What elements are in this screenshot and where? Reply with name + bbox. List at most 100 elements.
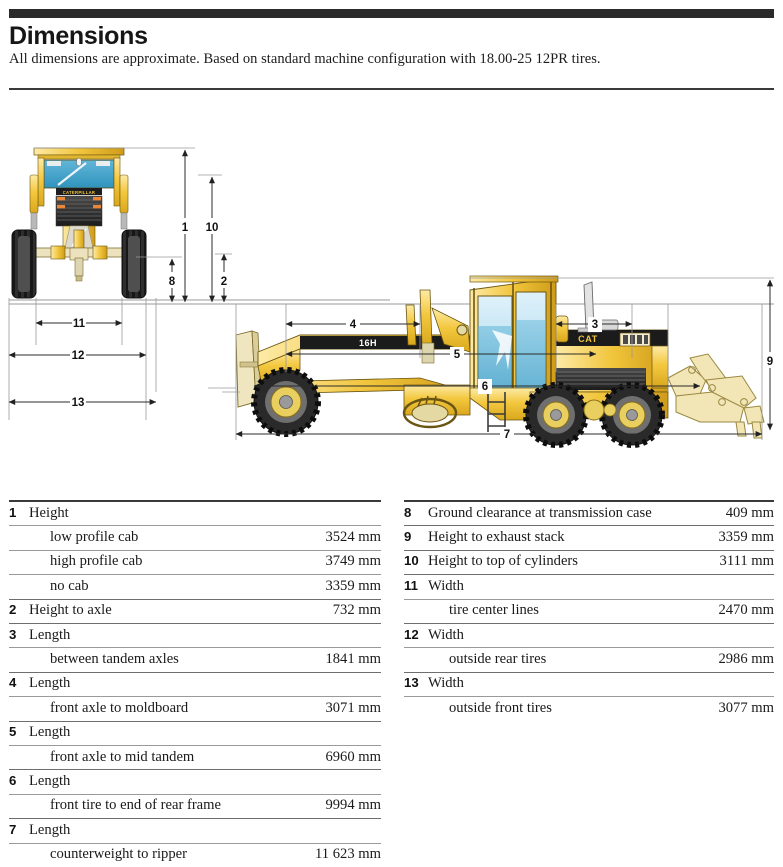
row-number: 13: [404, 672, 428, 698]
row-value: 6960 mm: [291, 745, 381, 771]
row-label: Length: [29, 672, 291, 698]
row-label: Length: [29, 721, 291, 747]
table-row: outside front tires 3077 mm: [404, 697, 774, 721]
table-row: 4 Length: [9, 672, 381, 698]
table-row: 13 Width: [404, 672, 774, 698]
callout-label-13: 13: [72, 397, 85, 409]
table-row: high profile cab 3749 mm: [9, 550, 381, 576]
table-row: 3 Length: [9, 623, 381, 649]
front-view-machine: CATERPILLAR: [11, 147, 147, 299]
row-value: [705, 574, 774, 600]
row-number: 4: [9, 672, 29, 698]
callout-label-6: 6: [482, 381, 488, 393]
row-label: low profile cab: [29, 525, 291, 551]
table-row: front axle to mid tandem 6960 mm: [9, 745, 381, 771]
row-number: 2: [9, 599, 29, 625]
row-label: front axle to moldboard: [29, 696, 291, 722]
table-row: 6 Length: [9, 769, 381, 795]
row-value: 2986 mm: [705, 647, 774, 673]
row-value: 9994 mm: [291, 794, 381, 820]
row-value: 3071 mm: [291, 696, 381, 722]
table-row: tire center lines 2470 mm: [404, 599, 774, 625]
spec-table-left-column: 1 Height low profile cab 3524 mm high pr…: [9, 500, 381, 867]
row-label: Height to exhaust stack: [428, 525, 706, 551]
row-number: 1: [9, 500, 29, 527]
header-bar: [9, 9, 774, 18]
machine-model-label: 16H: [359, 338, 377, 348]
callout-label-3: 3: [592, 319, 598, 331]
table-row: 1 Height: [9, 500, 381, 527]
row-value: 3111 mm: [705, 550, 774, 576]
row-value: [291, 500, 381, 527]
row-label: between tandem axles: [29, 647, 291, 673]
row-value: [705, 672, 774, 698]
row-label: no cab: [29, 574, 291, 600]
row-number: 12: [404, 623, 428, 649]
row-value: 3077 mm: [718, 699, 774, 716]
row-label: Height to top of cylinders: [428, 550, 706, 576]
callout-label-8: 8: [169, 276, 176, 288]
header-divider: [9, 88, 774, 90]
ground-lines: [9, 299, 774, 305]
row-number: 10: [404, 550, 428, 576]
table-row: 7 Length: [9, 818, 381, 844]
callout-label-10: 10: [206, 222, 219, 234]
table-row: between tandem axles 1841 mm: [9, 647, 381, 673]
row-label: Height: [29, 500, 291, 527]
row-label: outside front tires: [449, 699, 552, 716]
row-value: 3359 mm: [705, 525, 774, 551]
table-row: 2 Height to axle 732 mm: [9, 599, 381, 625]
table-row: 11 Width: [404, 574, 774, 600]
row-label: outside rear tires: [428, 647, 706, 673]
row-number: [404, 599, 428, 625]
row-label: Width: [428, 623, 706, 649]
row-value: 409 mm: [705, 500, 774, 527]
row-number: [9, 696, 29, 722]
row-label: Width: [428, 574, 706, 600]
row-number: [9, 574, 29, 600]
row-value: [291, 721, 381, 747]
callout-label-2: 2: [221, 276, 227, 288]
row-number: 7: [9, 818, 29, 844]
table-row: low profile cab 3524 mm: [9, 525, 381, 551]
table-row: outside rear tires 2986 mm: [404, 647, 774, 673]
row-label: front axle to mid tandem: [29, 745, 291, 771]
table-row: 12 Width: [404, 623, 774, 649]
table-row: front tire to end of rear frame 9994 mm: [9, 794, 381, 820]
row-number: [9, 794, 29, 820]
machine-dimension-illustration: CATERPILLAR: [0, 130, 783, 450]
row-value: 11 623 mm: [315, 846, 381, 863]
table-row: 8 Ground clearance at transmission case …: [404, 500, 774, 527]
row-label: Length: [29, 769, 291, 795]
table-row: 10 Height to top of cylinders 3111 mm: [404, 550, 774, 576]
row-value: 3359 mm: [291, 574, 381, 600]
row-number: [9, 525, 29, 551]
row-value: 3524 mm: [291, 525, 381, 551]
row-number: [404, 697, 428, 721]
callout-label-5: 5: [454, 349, 461, 361]
row-label: Ground clearance at transmission case: [428, 500, 706, 527]
front-brand-badge: CATERPILLAR: [63, 190, 96, 195]
row-value: 732 mm: [291, 599, 381, 625]
table-row: front axle to moldboard 3071 mm: [9, 696, 381, 722]
access-ladder: [487, 392, 506, 432]
row-value: 3749 mm: [291, 550, 381, 576]
row-number: 5: [9, 721, 29, 747]
row-label: high profile cab: [29, 550, 291, 576]
side-view-front-tire: [251, 367, 321, 437]
row-number: 8: [404, 500, 428, 527]
row-label: tire center lines: [428, 599, 706, 625]
callout-label-4: 4: [350, 319, 357, 331]
callout-label-12: 12: [72, 350, 85, 362]
row-label: Length: [29, 818, 291, 844]
row-value: [291, 818, 381, 844]
row-number: [9, 843, 29, 867]
row-number: 3: [9, 623, 29, 649]
spec-table-right: 8 Ground clearance at transmission case …: [404, 500, 774, 721]
row-label: Length: [29, 623, 291, 649]
callout-label-11: 11: [73, 318, 86, 330]
row-label: Width: [428, 672, 706, 698]
row-value: [705, 623, 774, 649]
page-subtitle: All dimensions are approximate. Based on…: [9, 51, 601, 67]
spec-table-right-column: 8 Ground clearance at transmission case …: [404, 500, 774, 721]
